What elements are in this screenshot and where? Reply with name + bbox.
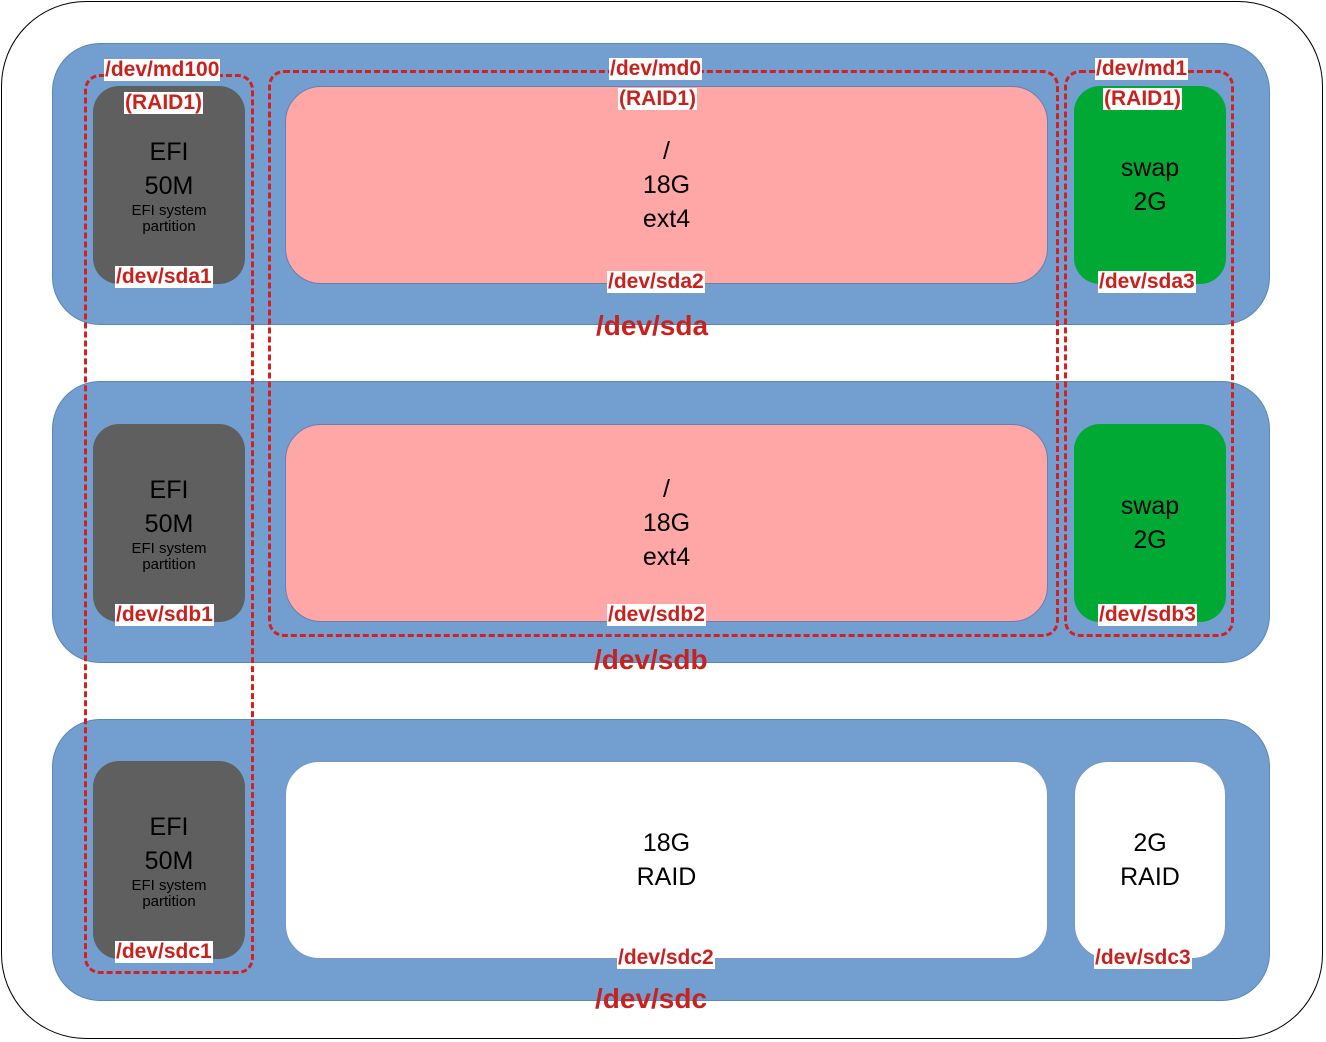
partition-sda2-root: / 18G ext4 (285, 86, 1048, 284)
device-label-sda3: /dev/sda3 (1098, 270, 1196, 293)
partition-sda3-swap: swap 2G (1074, 86, 1226, 284)
filesystem-type: ext4 (642, 205, 691, 233)
disk-label-sdb: /dev/sdb (594, 644, 708, 675)
partition-sda1-efi: EFI 50M EFI system partition (93, 86, 245, 284)
partition-sdb3-swap: swap 2G (1074, 424, 1226, 622)
efi-size: 50M (144, 172, 194, 200)
efi-size: 50M (144, 510, 194, 538)
swap-size: 2G (1133, 188, 1167, 216)
device-label-sdc1: /dev/sdc1 (115, 940, 213, 963)
partition-sdc3-raid: 2G RAID (1074, 761, 1226, 959)
disk-label-sda: /dev/sda (596, 310, 709, 341)
swap-label: swap (1120, 492, 1180, 520)
partition-sdb2-root: / 18G ext4 (285, 424, 1048, 622)
efi-label: EFI (149, 138, 189, 166)
mount-point: / (663, 475, 670, 503)
device-label-sda2: /dev/sda2 (607, 270, 705, 293)
device-label-sda1: /dev/sda1 (115, 265, 213, 288)
device-label-sdc2: /dev/sdc2 (617, 946, 715, 969)
filesystem-type: ext4 (642, 543, 691, 571)
device-label-sdb3: /dev/sdb3 (1098, 603, 1197, 626)
device-label-sdc3: /dev/sdc3 (1094, 946, 1192, 969)
array-md1-name: /dev/md1 (1095, 57, 1189, 80)
mount-point: / (663, 137, 670, 165)
swap-size: 2G (1133, 526, 1167, 554)
partition-type: RAID (1120, 863, 1180, 891)
efi-desc: EFI system partition (131, 540, 207, 573)
partition-sdc2-raid: 18G RAID (285, 761, 1048, 959)
partition-size: 2G (1133, 829, 1167, 857)
device-label-sdb2: /dev/sdb2 (607, 603, 706, 626)
partition-type: RAID (636, 863, 697, 891)
swap-label: swap (1120, 154, 1180, 182)
partition-size: 18G (642, 171, 691, 199)
partition-sdb1-efi: EFI 50M EFI system partition (93, 424, 245, 622)
array-md100-level: (RAID1) (124, 91, 203, 114)
array-md0-name: /dev/md0 (609, 57, 703, 80)
efi-desc: EFI system partition (131, 202, 207, 235)
efi-label: EFI (149, 476, 189, 504)
array-md0-level: (RAID1) (618, 87, 697, 110)
disk-label-sdc: /dev/sdc (595, 983, 708, 1014)
efi-label: EFI (149, 813, 189, 841)
partition-sdc1-efi: EFI 50M EFI system partition (93, 761, 245, 959)
array-md1-level: (RAID1) (1103, 87, 1182, 110)
partition-size: 18G (642, 829, 691, 857)
array-md1-outline (1064, 70, 1234, 637)
array-md100-name: /dev/md100 (104, 58, 221, 81)
array-md100-outline (84, 74, 254, 974)
efi-size: 50M (144, 847, 194, 875)
partition-size: 18G (642, 509, 691, 537)
efi-desc: EFI system partition (131, 877, 207, 910)
array-md0-outline (268, 70, 1059, 637)
device-label-sdb1: /dev/sdb1 (115, 603, 214, 626)
